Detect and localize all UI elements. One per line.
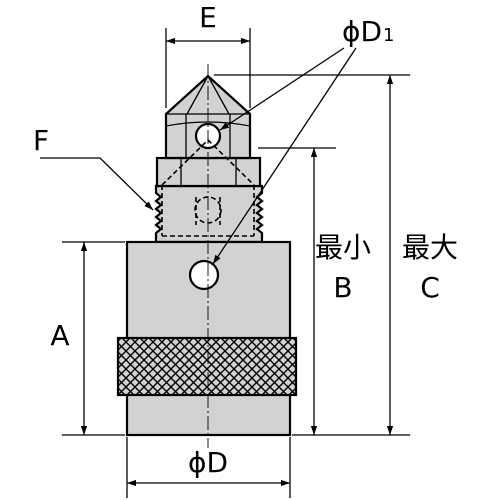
- stopper-part: [116, 64, 298, 448]
- label-a: A: [50, 319, 69, 352]
- body-hole: [188, 259, 220, 291]
- label-phi-d: ϕD: [188, 446, 228, 479]
- knurled-grip: [116, 336, 298, 397]
- dimension-e: E: [165, 1, 251, 108]
- dimension-c-max: 最大 C: [214, 74, 458, 435]
- label-b: B: [333, 271, 352, 304]
- dimension-phi-d: ϕD: [126, 437, 291, 498]
- dimension-f: F: [33, 124, 154, 211]
- label-e: E: [199, 1, 217, 34]
- label-phi-d1: ϕD1: [342, 15, 395, 48]
- hex-flange: [155, 156, 262, 188]
- dimension-d1: ϕD1: [212, 15, 395, 265]
- label-min: 最小: [315, 231, 371, 264]
- label-f: F: [33, 124, 49, 157]
- label-max: 最大: [402, 231, 458, 264]
- label-c: C: [420, 271, 440, 304]
- dimension-b-min: 最小 B: [258, 147, 410, 436]
- dimension-a: A: [50, 241, 125, 436]
